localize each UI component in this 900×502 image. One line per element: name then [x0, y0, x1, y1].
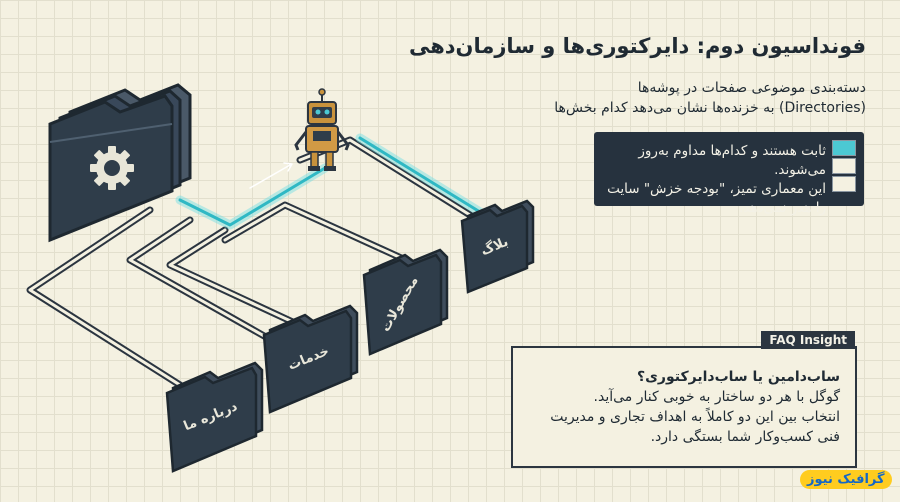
faq-tag: FAQ Insight — [761, 331, 855, 349]
note-bar — [832, 158, 856, 174]
folder-services-shape — [262, 304, 359, 414]
info-note-text: ثابت هستند و کدام‌ها مداوم به‌روز می‌شون… — [596, 142, 826, 218]
faq-text: ساب‌دامین یا ساب‌دایرکتوری؟ گوگل با هر د… — [550, 367, 840, 447]
note-line-2: این معماری تمیز، "بودجه خزش" سایت — [607, 181, 826, 197]
brand-logo[interactable]: گرافیک نیوز — [800, 470, 892, 489]
faq-box — [511, 346, 857, 468]
folder-products-shape — [362, 248, 449, 356]
subtitle-line-2: (Directories) به خزنده‌ها نشان می‌دهد کد… — [554, 100, 866, 116]
note-bar — [832, 176, 856, 192]
faq-answer-line-3: فنی کسب‌وکار شما بستگی دارد. — [650, 429, 840, 445]
folder-about-shape — [165, 361, 264, 473]
note-bars-icon — [832, 140, 856, 194]
info-note-box: ثابت هستند و کدام‌ها مداوم به‌روز می‌شون… — [594, 132, 864, 216]
page-title: فونداسیون دوم: دایرکتوری‌ها و سازمان‌دهی — [408, 34, 866, 58]
faq-answer-line-1: گوگل با هر دو ساختار به خوبی کنار می‌آید… — [593, 389, 840, 405]
gear-icon — [90, 146, 134, 190]
faq-question: ساب‌دامین یا ساب‌دایرکتوری؟ — [636, 369, 840, 385]
subtitle: دسته‌بندی موضوعی صفحات در پوشه‌ها (Direc… — [446, 78, 866, 118]
note-bar-highlight — [832, 140, 856, 156]
root-folder — [48, 83, 192, 243]
faq-answer-line-2: انتخاب بین این دو کاملاً به اهداف تجاری … — [550, 409, 840, 425]
note-line-3: را هدر نمی‌دهد. — [739, 200, 826, 216]
subtitle-line-1: دسته‌بندی موضوعی صفحات در پوشه‌ها — [637, 80, 866, 96]
connection-lines — [26, 133, 485, 389]
robot-icon — [294, 88, 350, 171]
folder-blog-shape — [460, 199, 535, 294]
note-line-1: ثابت هستند و کدام‌ها مداوم به‌روز می‌شون… — [638, 143, 826, 178]
